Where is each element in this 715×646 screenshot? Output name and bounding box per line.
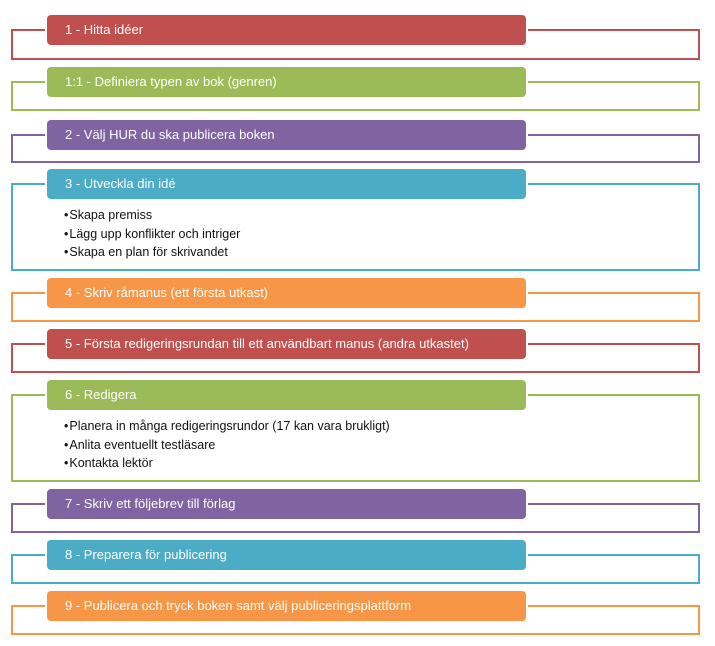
step-label: 1:1 - Definiera typen av bok (genren) — [47, 67, 526, 97]
bullet-item: Anlita eventuellt testläsare — [64, 436, 390, 455]
bullet-item: Lägg upp konflikter och intriger — [64, 225, 240, 244]
bullet-item: Skapa en plan för skrivandet — [64, 243, 240, 262]
step-bullets: Planera in många redigeringsrundor (17 k… — [64, 417, 390, 473]
step-label: 2 - Välj HUR du ska publicera boken — [47, 120, 526, 150]
step-label: 7 - Skriv ett följebrev till förlag — [47, 489, 526, 519]
step-bullets: Skapa premiss Lägg upp konflikter och in… — [64, 206, 240, 262]
bullet-item: Planera in många redigeringsrundor (17 k… — [64, 417, 389, 436]
step-label: 5 - Första redigeringsrundan till ett an… — [47, 329, 526, 359]
step-label: 3 - Utveckla din idé — [47, 169, 526, 199]
step-label: 6 - Redigera — [47, 380, 526, 410]
step-label: 9 - Publicera och tryck boken samt välj … — [47, 591, 526, 621]
bullet-item: Kontakta lektör — [64, 454, 390, 473]
step-label: 8 - Preparera för publicering — [47, 540, 526, 570]
bullet-item: Skapa premiss — [64, 206, 240, 225]
step-label: 4 - Skriv råmanus (ett första utkast) — [47, 278, 526, 308]
step-label: 1 - Hitta idéer — [47, 15, 526, 45]
